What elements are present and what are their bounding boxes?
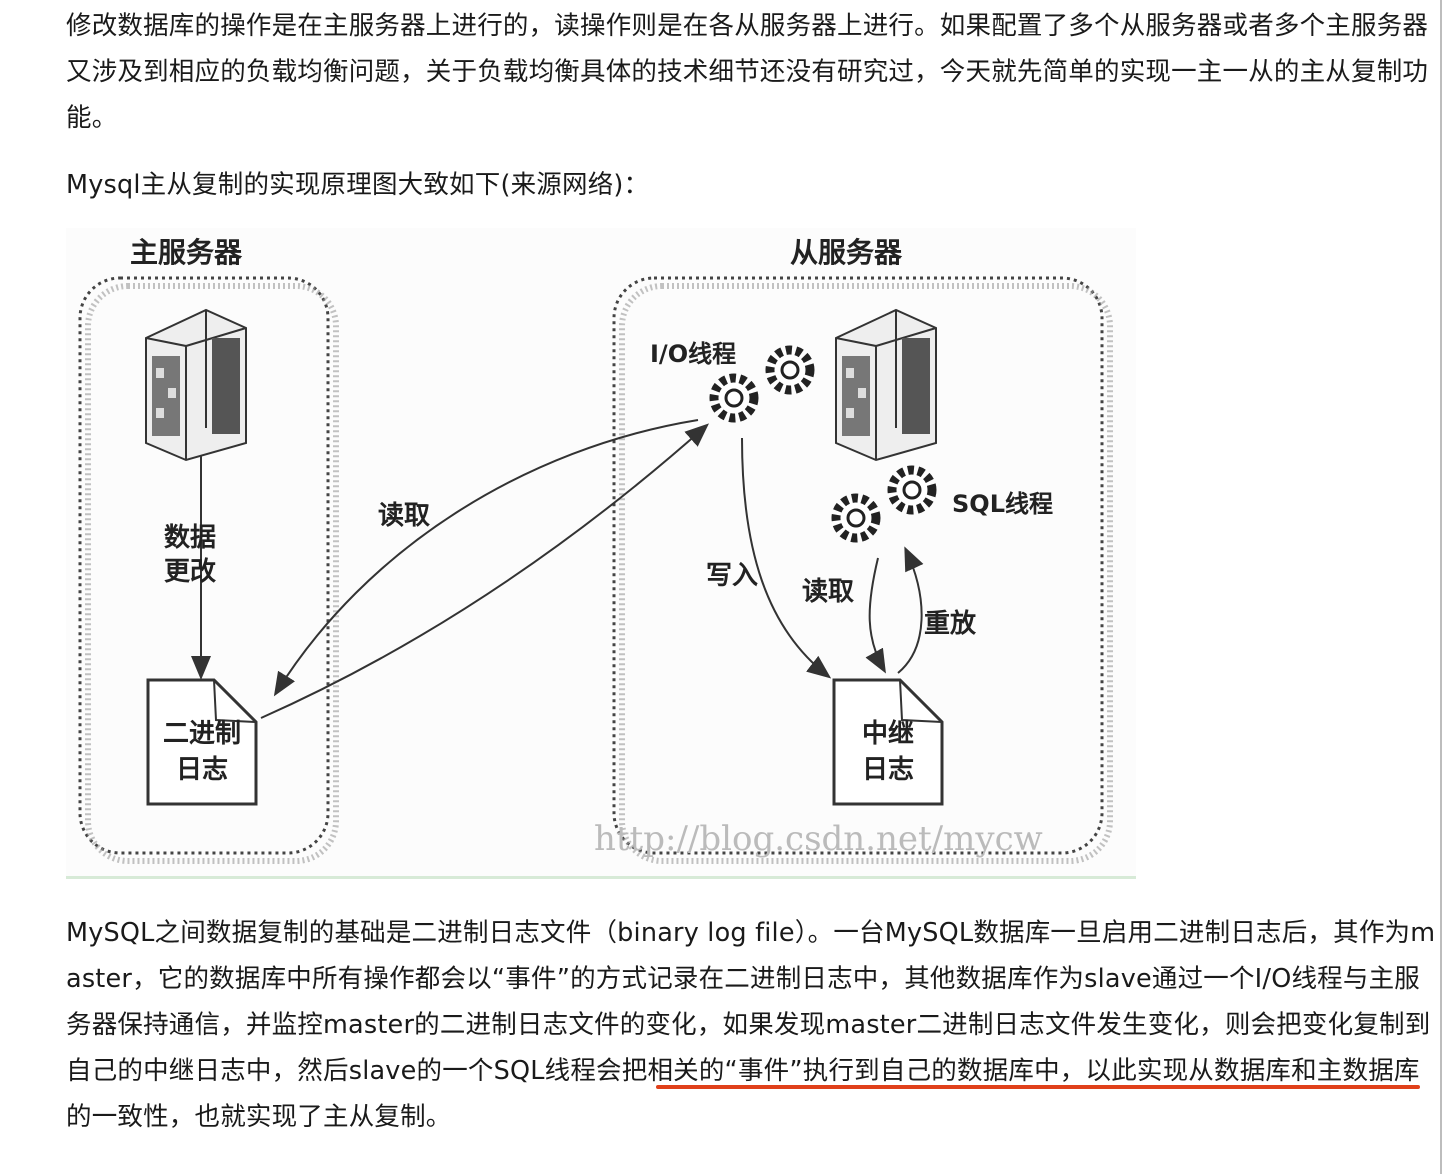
- binlog-label-1: 二进制: [163, 719, 241, 749]
- data-change-label-1: 数据: [164, 523, 216, 553]
- io-thread-gears-icon: [709, 345, 815, 423]
- relay-log-label-1: 中继: [862, 718, 914, 749]
- write-label: 写入: [706, 561, 758, 591]
- slave-title: 从服务器: [790, 236, 903, 269]
- sql-read-label: 读取: [802, 577, 854, 607]
- replay-arrow: [897, 546, 924, 674]
- explanation-text-a: MySQL之间数据复制的基础是二进制日志文件（binary log file）。…: [66, 918, 1436, 1086]
- read-arrow-to-io: [260, 423, 709, 719]
- paragraph-diagram-caption: Mysql主从复制的实现原理图大致如下(来源网络)：: [66, 170, 650, 200]
- sql-read-arrow: [865, 557, 886, 674]
- explanation-highlighted-text: 后slave的一个SQL线程会把相关的“事件”执行到自己的数据库: [323, 1056, 1035, 1086]
- write-arrow: [741, 437, 832, 679]
- explanation-text-b: 中，以此实现从数据库和主数据库的一致性，也就实现了主从复制。: [66, 1056, 1420, 1132]
- read-arrow-to-binlog: [273, 419, 699, 697]
- red-underline-annotation: [656, 1085, 1420, 1089]
- replication-diagram: 主服务器 从服务器 数据 更改: [66, 228, 1136, 879]
- data-change-label-2: 更改: [164, 556, 216, 587]
- sql-thread-gears-icon: [831, 465, 937, 543]
- paragraph-explanation: MySQL之间数据复制的基础是二进制日志文件（binary log file）。…: [66, 910, 1438, 1140]
- io-thread-label: I/O线程: [650, 340, 736, 368]
- read-label: 读取: [378, 501, 430, 531]
- page-right-border: [1440, 0, 1442, 1174]
- binlog-label-2: 日志: [176, 755, 228, 785]
- watermark: http://blog.csdn.net/mycw: [594, 819, 1043, 859]
- relay-log-label-2: 日志: [862, 755, 914, 785]
- master-server-icon: [145, 308, 247, 462]
- master-box: [78, 276, 330, 855]
- binlog-document-icon: [146, 678, 258, 806]
- master-title: 主服务器: [130, 236, 243, 269]
- relay-log-document-icon: [832, 678, 944, 806]
- slave-server-icon: [835, 308, 937, 462]
- sql-thread-label: SQL线程: [952, 490, 1053, 518]
- slave-box: [612, 276, 1104, 855]
- paragraph-intro: 修改数据库的操作是在主服务器上进行的，读操作则是在各从服务器上进行。如果配置了多…: [66, 11, 1429, 133]
- replay-label: 重放: [924, 608, 977, 639]
